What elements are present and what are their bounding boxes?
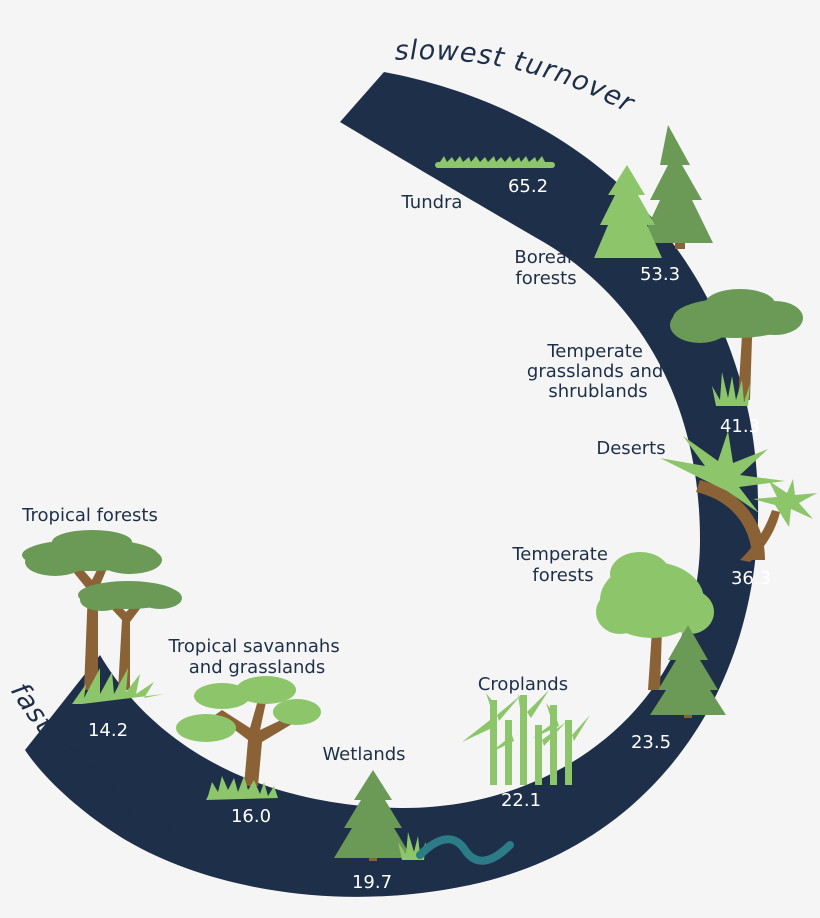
crop-stalks-icon [462, 690, 590, 785]
savannah-tree-icon [176, 676, 321, 800]
biome-tropical-forests: 14.2 Tropical forests [21, 505, 182, 741]
temperate-forests-value: 23.5 [631, 732, 671, 753]
tropical-forests-value: 14.2 [88, 720, 128, 741]
tundra-label: Tundra [401, 192, 463, 213]
boreal-forests-value: 53.3 [640, 264, 680, 285]
croplands-label: Croplands [478, 674, 568, 695]
biome-tropical-savannahs: 16.0 Tropical savannahs and grasslands [168, 636, 346, 827]
biome-tundra: 65.2 Tundra [401, 156, 555, 213]
tropical-savannahs-value: 16.0 [231, 806, 271, 827]
boreal-forests-label: Boreal forests [514, 247, 577, 289]
biome-deserts: 36.3 Deserts [596, 431, 817, 589]
biome-croplands: 22.1 Croplands [462, 674, 590, 811]
temperate-grasslands-value: 41.3 [720, 416, 760, 437]
grass-tuft-icon [435, 156, 555, 168]
wetlands-value: 19.7 [352, 872, 392, 893]
acacia-shrub-icon [670, 289, 803, 406]
deserts-label: Deserts [596, 438, 665, 459]
croplands-value: 22.1 [501, 790, 541, 811]
biome-boreal-forests: 53.3 Boreal forests [514, 125, 713, 289]
conifer-pair-icon [594, 125, 713, 258]
palm-trees-icon [660, 431, 817, 562]
conifer-and-stream-icon [334, 770, 514, 865]
deciduous-and-conifer-icon [596, 552, 726, 718]
tundra-value: 65.2 [508, 176, 548, 197]
biome-temperate-forests: 23.5 Temperate forests [511, 544, 726, 753]
temperate-forests-label: Temperate forests [511, 544, 613, 586]
turnover-ring [25, 72, 759, 897]
wetlands-label: Wetlands [322, 744, 405, 765]
tropical-trees-icon [22, 530, 182, 704]
deserts-value: 36.3 [731, 568, 771, 589]
temperate-grasslands-label: Temperate grasslands and shrublands [527, 341, 669, 402]
tropical-forests-label: Tropical forests [21, 505, 158, 526]
biome-wetlands: 19.7 Wetlands [322, 744, 514, 893]
biome-temperate-grasslands: 41.3 Temperate grasslands and shrublands [527, 289, 803, 437]
tropical-savannahs-label: Tropical savannahs and grasslands [168, 636, 346, 678]
